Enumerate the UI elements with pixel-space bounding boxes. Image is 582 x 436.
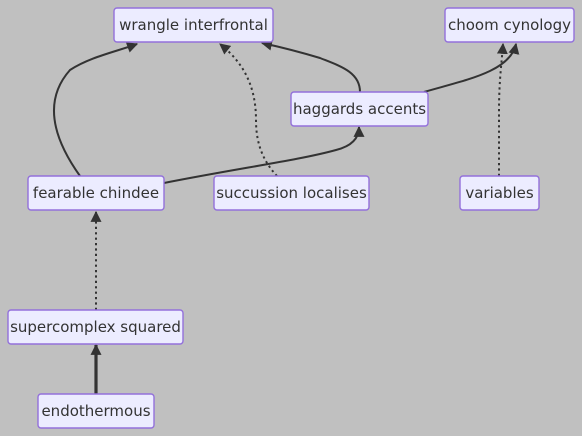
node-supercomplex-squared[interactable]: supercomplex squared [7,309,184,345]
node-label-choom-cynology: choom cynology [448,16,571,34]
node-fearable-chindee[interactable]: fearable chindee [27,175,165,211]
node-choom-cynology[interactable]: choom cynology [444,7,575,43]
node-label-succussion-localises: succussion localises [216,184,367,202]
edge-haggards-accents-to-choom-cynology [423,42,520,93]
edge-haggards-accents-to-wrangle-interfrontal [260,39,361,93]
node-variables[interactable]: variables [459,175,540,211]
node-succussion-localises[interactable]: succussion localises [213,175,370,211]
edge-fearable-chindee-to-wrangle-interfrontal [53,42,139,177]
nodes-layer: wrangle interfrontal choom cynology hagg… [7,7,575,429]
node-label-wrangle-interfrontal: wrangle interfrontal [119,16,268,34]
edge-fearable-chindee-to-haggards-accents [163,125,365,184]
node-label-haggards-accents: haggards accents [293,100,426,118]
node-label-fearable-chindee: fearable chindee [33,184,159,202]
edge-variables-to-choom-cynology [496,42,508,176]
node-endothermous[interactable]: endothermous [37,393,155,429]
node-label-endothermous: endothermous [41,402,150,420]
edge-succussion-localises-to-wrangle-interfrontal [219,43,278,177]
node-wrangle-interfrontal[interactable]: wrangle interfrontal [113,7,274,43]
node-haggards-accents[interactable]: haggards accents [290,91,429,127]
edges-layer [53,39,520,394]
node-label-supercomplex-squared: supercomplex squared [10,318,181,336]
node-label-variables: variables [465,184,534,202]
